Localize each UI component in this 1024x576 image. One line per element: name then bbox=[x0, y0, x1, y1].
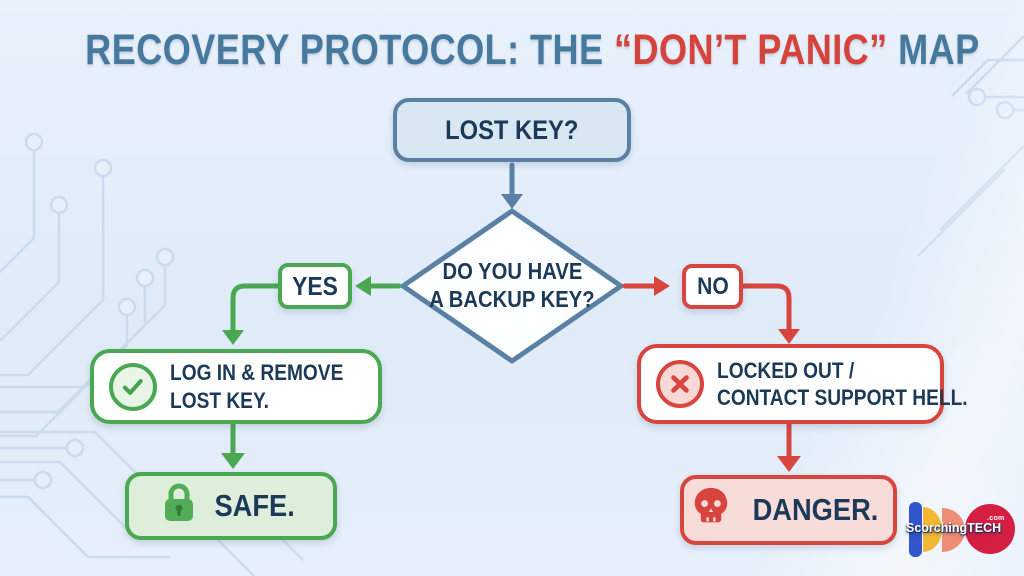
login-line-2: LOST KEY. bbox=[170, 387, 269, 413]
node-locked-out-label: LOCKED OUT / CONTACT SUPPORT HELL. bbox=[717, 357, 1005, 412]
logo-yellow-arc bbox=[923, 507, 942, 552]
arrowhead-decision-to-yes bbox=[355, 276, 371, 296]
page-title: RECOVERY PROTOCOL: THE “DON’T PANIC” MAP bbox=[0, 26, 1024, 75]
node-login-remove: LOG IN & REMOVE LOST KEY. bbox=[90, 349, 382, 424]
locked-line-2: CONTACT SUPPORT HELL. bbox=[717, 385, 968, 410]
node-locked-out: LOCKED OUT / CONTACT SUPPORT HELL. bbox=[637, 344, 968, 424]
title-suffix: MAP bbox=[887, 26, 980, 74]
arrowhead-decision-to-no bbox=[654, 276, 670, 296]
logo-blue-bar bbox=[909, 502, 922, 557]
arrowhead-no-to-locked bbox=[778, 329, 800, 344]
node-lost-key: LOST KEY? bbox=[393, 98, 631, 162]
arrowhead-locked-to-danger bbox=[777, 456, 801, 472]
arrow-yes-to-login bbox=[230, 283, 281, 333]
node-safe-label: SAFE. bbox=[214, 488, 296, 523]
arrowhead-login-to-safe bbox=[221, 453, 245, 469]
locked-line-1: LOCKED OUT / bbox=[717, 357, 855, 383]
page-title-text: RECOVERY PROTOCOL: THE “DON’T PANIC” MAP bbox=[85, 26, 979, 75]
node-safe: SAFE. bbox=[125, 472, 337, 540]
branch-label-no: NO bbox=[682, 264, 743, 309]
title-highlight: “DON’T PANIC” bbox=[613, 26, 888, 74]
branch-label-no-text: NO bbox=[696, 272, 729, 300]
padlock-icon bbox=[161, 480, 197, 532]
decision-diamond-shape bbox=[400, 208, 624, 364]
skull-icon bbox=[690, 485, 732, 535]
logo-name: ScorchingTECH bbox=[906, 521, 1002, 535]
scorchingtech-logo: .com ScorchingTECH bbox=[905, 498, 1017, 562]
logo-tld: .com bbox=[987, 515, 1005, 522]
node-login-remove-label: LOG IN & REMOVE LOST KEY. bbox=[170, 359, 369, 414]
branch-label-yes-text: YES bbox=[292, 270, 338, 301]
node-decision-label: DO YOU HAVE A BACKUP KEY? bbox=[417, 252, 607, 320]
logo-red-circle bbox=[965, 504, 1015, 554]
title-prefix: RECOVERY PROTOCOL: THE bbox=[85, 26, 614, 74]
node-danger: DANGER. bbox=[680, 475, 897, 545]
arrowhead-yes-to-login bbox=[222, 330, 244, 345]
arrowhead-start-to-decision bbox=[501, 194, 523, 209]
decision-line-1: DO YOU HAVE bbox=[442, 258, 582, 285]
arrow-no-to-locked bbox=[740, 283, 792, 332]
branch-label-yes: YES bbox=[278, 263, 352, 309]
red-branch-lines bbox=[622, 283, 792, 459]
x-circle-icon bbox=[656, 360, 704, 408]
node-lost-key-label: LOST KEY? bbox=[445, 114, 579, 145]
green-branch-lines bbox=[230, 283, 402, 456]
node-danger-label: DANGER. bbox=[752, 492, 879, 527]
check-circle-icon bbox=[109, 362, 157, 411]
decision-line-2: A BACKUP KEY? bbox=[429, 286, 595, 312]
login-line-1: LOG IN & REMOVE bbox=[170, 360, 344, 385]
logo-salmon-arc bbox=[942, 508, 965, 552]
